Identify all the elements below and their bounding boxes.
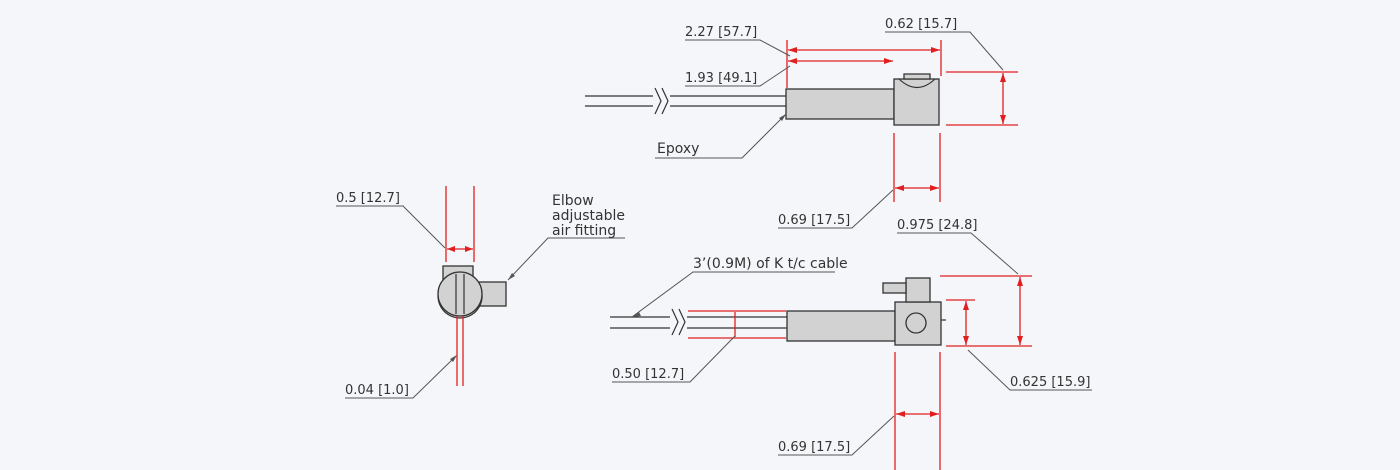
end-fitting	[437, 265, 507, 319]
dim-overall-length: 2.27 [57.7]	[685, 25, 940, 57]
side-cable	[610, 308, 787, 336]
cable-label: 3’(0.9M) of K t/c cable	[693, 256, 848, 272]
side-view: 0.50 [12.7] 0.975 [24.8]	[610, 218, 1092, 470]
dim-end-width-label: 0.5 [12.7]	[336, 191, 400, 206]
dim-head-width-side: 0.69 [17.5]	[778, 411, 939, 456]
top-head	[893, 73, 940, 126]
dim-total-height: 0.975 [24.8]	[897, 218, 1023, 345]
epoxy-label: Epoxy	[657, 141, 699, 157]
dim-head-height: 0.62 [15.7]	[885, 17, 1006, 124]
cable-callout: 3’(0.9M) of K t/c cable	[631, 256, 848, 318]
dim-head-height-label: 0.62 [15.7]	[885, 17, 957, 32]
fitting-label-line3: air fitting	[552, 223, 616, 239]
top-sheath	[785, 88, 895, 120]
dim-body-height: 0.625 [15.9]	[963, 301, 1092, 391]
dim-end-tip: 0.04 [1.0]	[345, 355, 457, 399]
fitting-label-line1: Elbow	[552, 193, 594, 209]
dim-end-width: 0.5 [12.7]	[336, 191, 473, 252]
dim-body-height-label: 0.625 [15.9]	[1010, 375, 1090, 390]
side-sheath	[786, 310, 896, 342]
dim-sheath-length-label: 1.93 [49.1]	[685, 71, 757, 86]
dim-total-height-label: 0.975 [24.8]	[897, 218, 977, 233]
dim-overall-length-label: 2.27 [57.7]	[685, 25, 757, 40]
top-cable	[585, 87, 786, 115]
dim-head-width-top: 0.69 [17.5]	[778, 185, 939, 229]
dim-cable-spacing-label: 0.50 [12.7]	[612, 367, 684, 382]
dim-sheath-length: 1.93 [49.1]	[685, 58, 893, 87]
dim-head-width-top-label: 0.69 [17.5]	[778, 213, 850, 228]
dim-end-tip-label: 0.04 [1.0]	[345, 383, 409, 398]
side-head	[882, 277, 946, 346]
fitting-callout: Elbow adjustable air fitting	[507, 193, 625, 281]
end-view: 0.5 [12.7] 0.04 [1.0] Elbow adjustable a…	[336, 186, 625, 399]
top-view: 2.27 [57.7] 1.93 [49.1] 0.62 [15.7] 0.69…	[585, 17, 1018, 229]
fitting-label-line2: adjustable	[552, 208, 625, 224]
dim-head-width-side-label: 0.69 [17.5]	[778, 440, 850, 455]
epoxy-callout: Epoxy	[655, 113, 787, 159]
dim-cable-spacing: 0.50 [12.7]	[612, 312, 736, 383]
